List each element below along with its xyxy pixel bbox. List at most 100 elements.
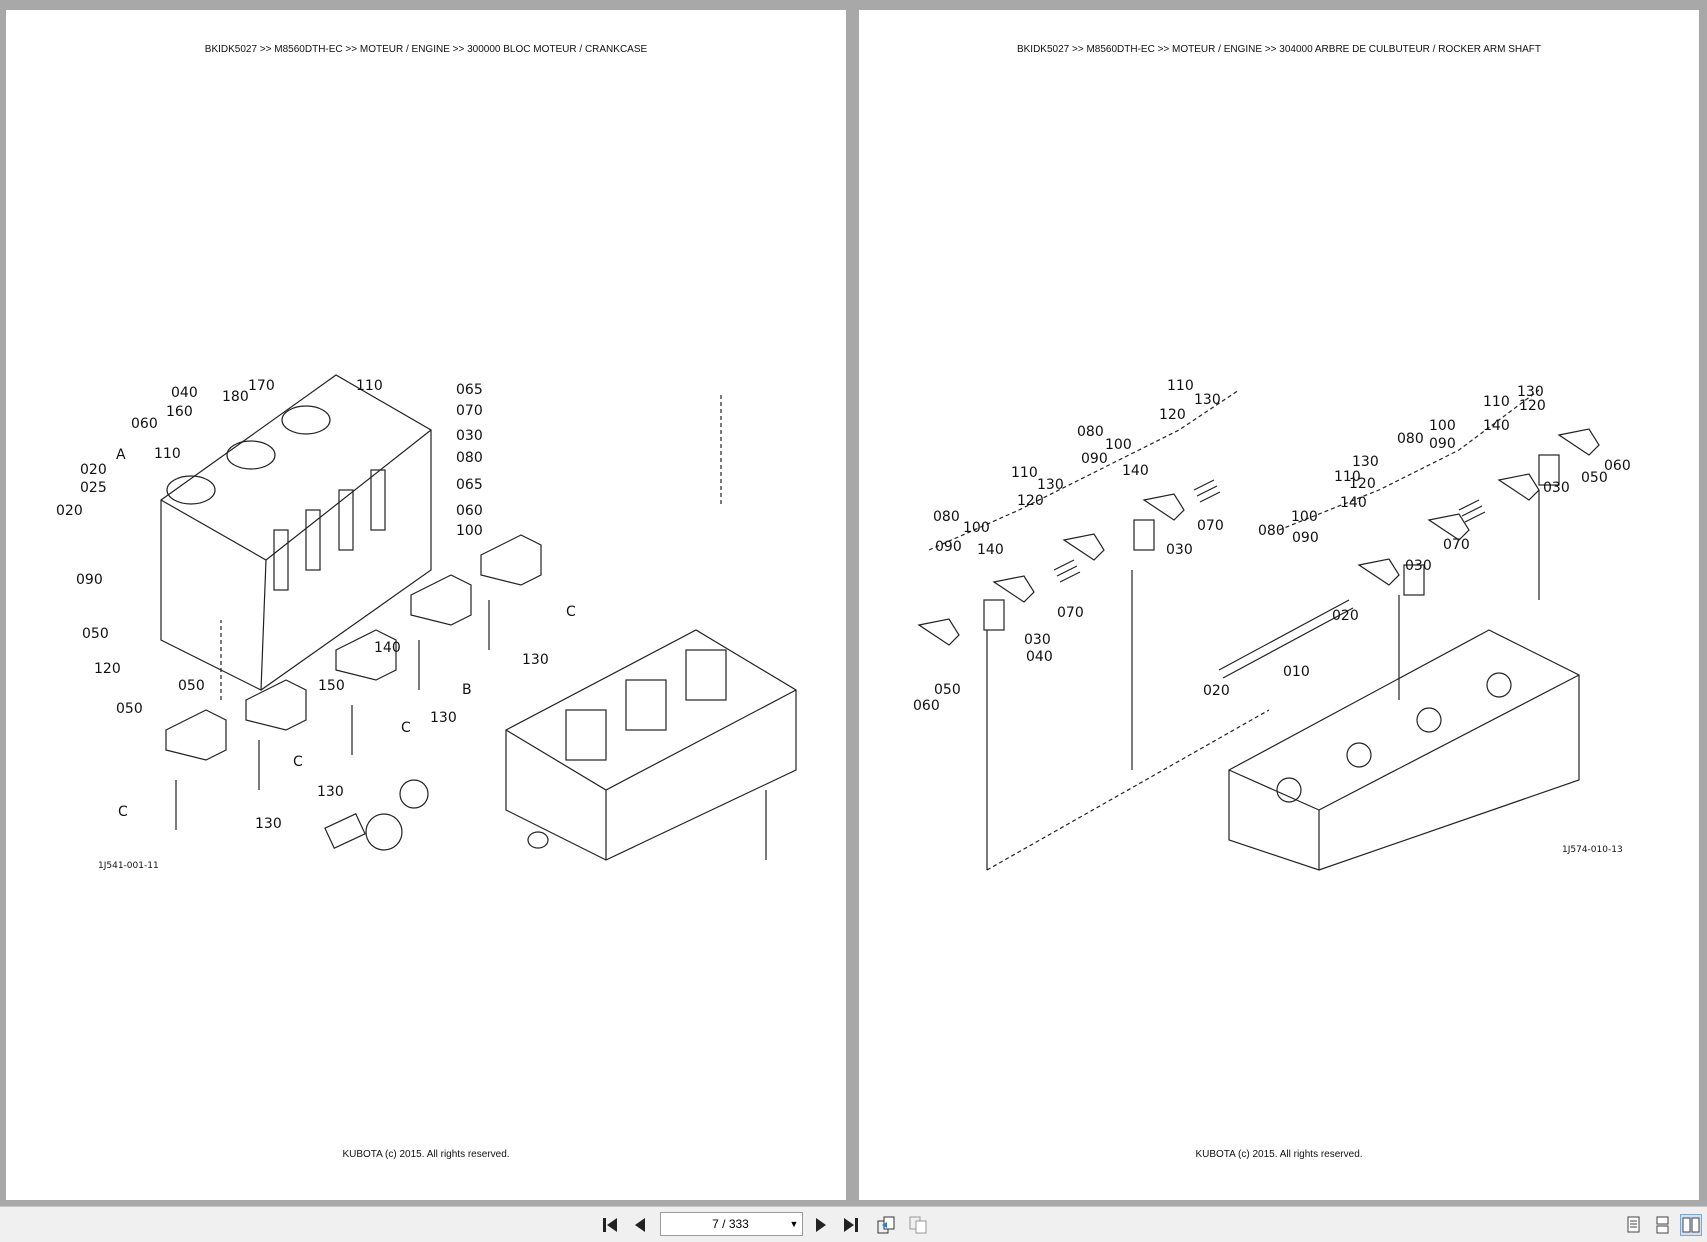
- svg-text:060: 060: [131, 416, 158, 432]
- svg-text:130: 130: [1352, 454, 1379, 470]
- svg-text:070: 070: [1057, 605, 1084, 621]
- svg-text:050: 050: [116, 701, 143, 717]
- svg-text:110: 110: [154, 446, 181, 462]
- svg-text:050: 050: [1581, 470, 1608, 486]
- document-page-left: BKIDK5027 >> M8560DTH-EC >> MOTEUR / ENG…: [6, 10, 846, 1200]
- svg-text:070: 070: [1443, 537, 1470, 553]
- svg-text:090: 090: [1081, 451, 1108, 467]
- page-header: BKIDK5027 >> M8560DTH-EC >> MOTEUR / ENG…: [204, 44, 648, 55]
- svg-text:065: 065: [456, 382, 483, 398]
- previous-view-button[interactable]: [875, 1214, 897, 1236]
- svg-text:130: 130: [430, 710, 457, 726]
- svg-text:130: 130: [1517, 384, 1544, 400]
- svg-text:020: 020: [1332, 608, 1359, 624]
- figure-reference: 1J574-010-13: [1562, 845, 1623, 855]
- svg-text:070: 070: [456, 403, 483, 419]
- facing-view-button[interactable]: [1680, 1214, 1702, 1236]
- previous-page-icon: [635, 1218, 645, 1232]
- svg-text:030: 030: [1024, 632, 1051, 648]
- svg-text:130: 130: [1037, 477, 1064, 493]
- previous-view-icon: [877, 1216, 895, 1234]
- continuous-view-button[interactable]: [1652, 1214, 1674, 1236]
- svg-text:120: 120: [1349, 476, 1376, 492]
- next-page-button[interactable]: [810, 1214, 832, 1236]
- last-page-icon: [844, 1218, 858, 1232]
- svg-text:150: 150: [318, 678, 345, 694]
- svg-text:C: C: [293, 754, 303, 770]
- svg-text:020: 020: [80, 462, 107, 478]
- single-page-view-button[interactable]: [1623, 1214, 1645, 1236]
- last-page-button[interactable]: [840, 1214, 862, 1236]
- svg-text:140: 140: [977, 542, 1004, 558]
- svg-text:120: 120: [1017, 493, 1044, 509]
- svg-text:065: 065: [456, 477, 483, 493]
- page-number-input[interactable]: 7 / 333 ▼: [660, 1212, 803, 1236]
- svg-text:120: 120: [1159, 407, 1186, 423]
- svg-text:050: 050: [178, 678, 205, 694]
- svg-text:100: 100: [1105, 437, 1132, 453]
- svg-text:030: 030: [1405, 558, 1432, 574]
- svg-text:080: 080: [1397, 431, 1424, 447]
- svg-text:080: 080: [933, 509, 960, 525]
- svg-text:C: C: [566, 604, 576, 620]
- viewer-toolbar: 7 / 333 ▼: [0, 1206, 1707, 1242]
- svg-text:090: 090: [935, 539, 962, 555]
- first-page-icon: [603, 1218, 617, 1232]
- svg-text:C: C: [118, 804, 128, 820]
- page-number-value: 7 / 333: [712, 1217, 749, 1231]
- svg-text:130: 130: [1194, 392, 1221, 408]
- svg-text:090: 090: [1292, 530, 1319, 546]
- first-page-button[interactable]: [599, 1214, 621, 1236]
- svg-text:130: 130: [317, 784, 344, 800]
- svg-text:100: 100: [456, 523, 483, 539]
- next-view-icon: [909, 1216, 927, 1234]
- svg-text:090: 090: [1429, 436, 1456, 452]
- previous-page-button[interactable]: [629, 1214, 651, 1236]
- svg-text:090: 090: [76, 572, 103, 588]
- next-page-icon: [816, 1218, 826, 1232]
- svg-text:060: 060: [913, 698, 940, 714]
- svg-text:140: 140: [1122, 463, 1149, 479]
- facing-pages-icon: [1682, 1217, 1700, 1233]
- page-footer: KUBOTA (c) 2015. All rights reserved.: [1195, 1149, 1363, 1160]
- svg-text:120: 120: [1519, 398, 1546, 414]
- svg-text:020: 020: [56, 503, 83, 519]
- svg-text:110: 110: [1334, 469, 1361, 485]
- svg-text:025: 025: [80, 480, 107, 496]
- svg-text:120: 120: [94, 661, 121, 677]
- svg-text:020: 020: [1203, 683, 1230, 699]
- svg-text:140: 140: [1340, 495, 1367, 511]
- svg-text:B: B: [462, 682, 472, 698]
- svg-text:080: 080: [1077, 424, 1104, 440]
- chevron-down-icon[interactable]: ▼: [789, 1219, 799, 1229]
- svg-text:110: 110: [1483, 394, 1510, 410]
- svg-text:110: 110: [1011, 465, 1038, 481]
- svg-text:080: 080: [1258, 523, 1285, 539]
- svg-text:060: 060: [1604, 458, 1631, 474]
- svg-text:C: C: [401, 720, 411, 736]
- svg-text:040: 040: [1026, 649, 1053, 665]
- svg-text:050: 050: [934, 682, 961, 698]
- svg-text:170: 170: [248, 378, 275, 394]
- single-page-icon: [1627, 1216, 1640, 1233]
- svg-text:030: 030: [456, 428, 483, 444]
- next-view-button[interactable]: [907, 1214, 929, 1236]
- page-header: BKIDK5027 >> M8560DTH-EC >> MOTEUR / ENG…: [1016, 44, 1542, 55]
- svg-text:110: 110: [356, 378, 383, 394]
- svg-text:160: 160: [166, 404, 193, 420]
- svg-text:180: 180: [222, 389, 249, 405]
- svg-text:140: 140: [374, 640, 401, 656]
- figure-reference: 1J541-001-11: [98, 861, 159, 871]
- svg-text:130: 130: [255, 816, 282, 832]
- svg-text:030: 030: [1543, 480, 1570, 496]
- svg-text:070: 070: [1197, 518, 1224, 534]
- svg-text:100: 100: [1429, 418, 1456, 434]
- svg-text:060: 060: [456, 503, 483, 519]
- svg-text:010: 010: [1283, 664, 1310, 680]
- svg-text:100: 100: [963, 520, 990, 536]
- document-page-right: BKIDK5027 >> M8560DTH-EC >> MOTEUR / ENG…: [859, 10, 1699, 1200]
- svg-text:110: 110: [1167, 378, 1194, 394]
- svg-text:080: 080: [456, 450, 483, 466]
